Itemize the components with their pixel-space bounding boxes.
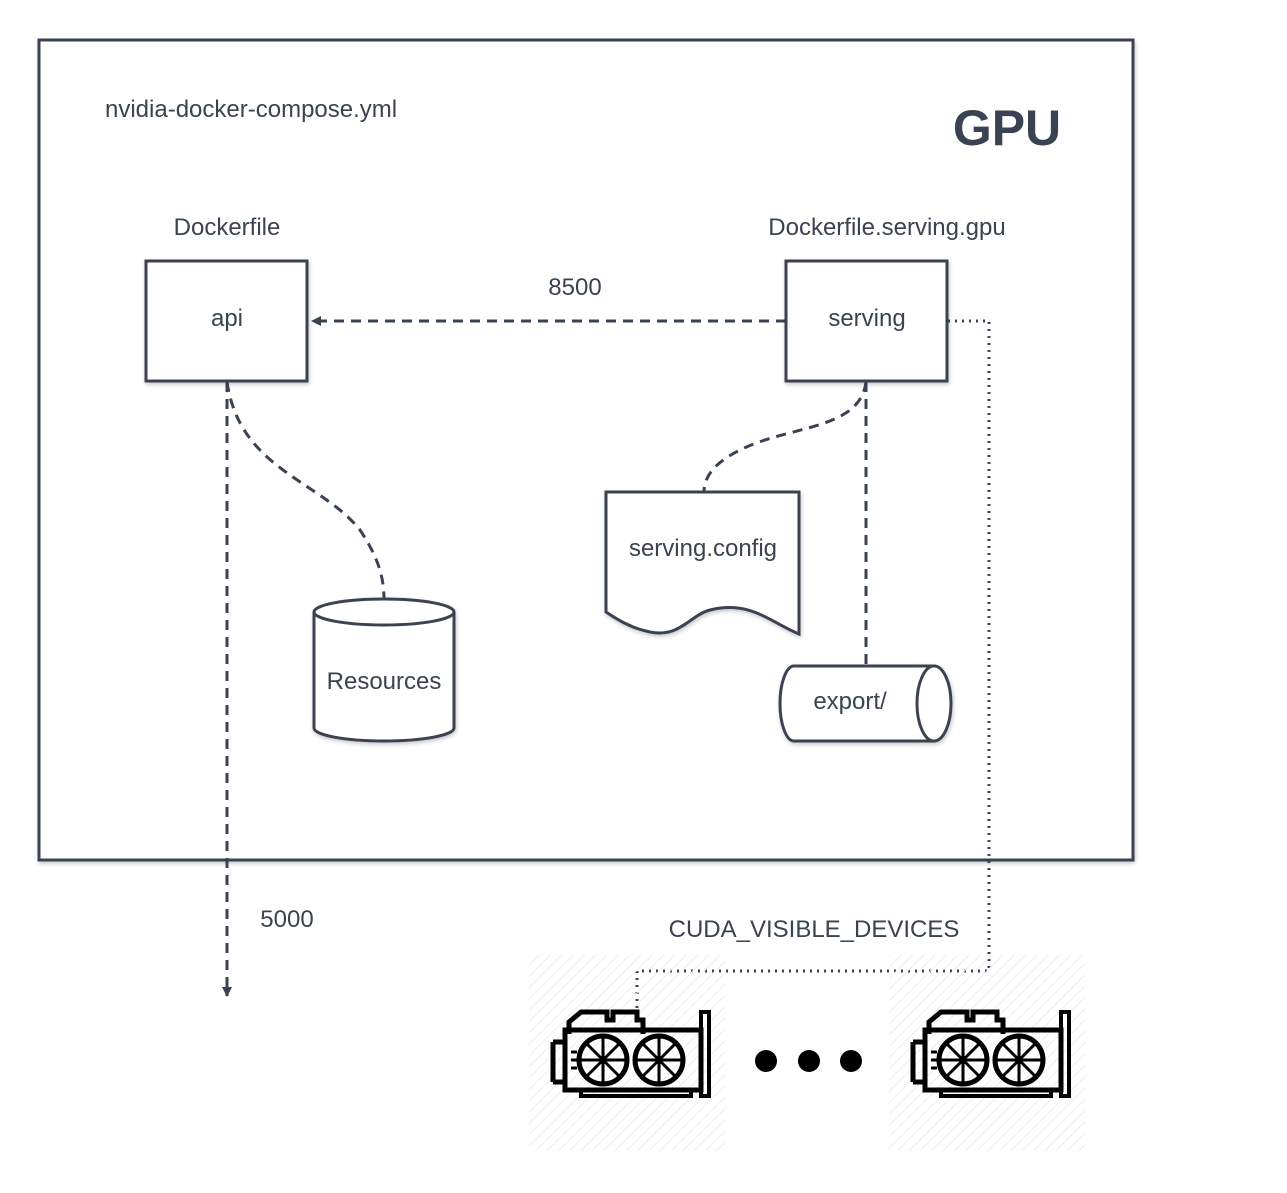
api-resources-link bbox=[225, 381, 386, 601]
compose-file-label: nvidia-docker-compose.yml bbox=[105, 96, 397, 123]
resources-label: Resources bbox=[327, 668, 442, 695]
http-port-label: 5000 bbox=[260, 906, 313, 933]
serving-config-label: serving.config bbox=[629, 535, 777, 562]
serving-config-document bbox=[604, 490, 801, 637]
api-node-label: api bbox=[211, 305, 243, 332]
grpc-port-label: 8500 bbox=[548, 274, 601, 301]
export-label: export/ bbox=[813, 688, 887, 715]
resources-database bbox=[312, 597, 456, 743]
serving-dockerfile-label: Dockerfile.serving.gpu bbox=[768, 214, 1005, 241]
serving-node bbox=[784, 259, 949, 383]
container-title: GPU bbox=[953, 100, 1061, 156]
ellipsis-dots-icon bbox=[755, 1050, 862, 1072]
serving-node-label: serving bbox=[828, 305, 905, 332]
connectors bbox=[222, 316, 991, 1020]
api-node bbox=[144, 259, 309, 383]
serving-config-link bbox=[702, 381, 868, 493]
export-storage bbox=[778, 664, 953, 743]
api-dockerfile-label: Dockerfile bbox=[174, 214, 281, 241]
gpu-container bbox=[37, 38, 1135, 862]
cuda-visible-devices-label: CUDA_VISIBLE_DEVICES bbox=[669, 916, 960, 943]
